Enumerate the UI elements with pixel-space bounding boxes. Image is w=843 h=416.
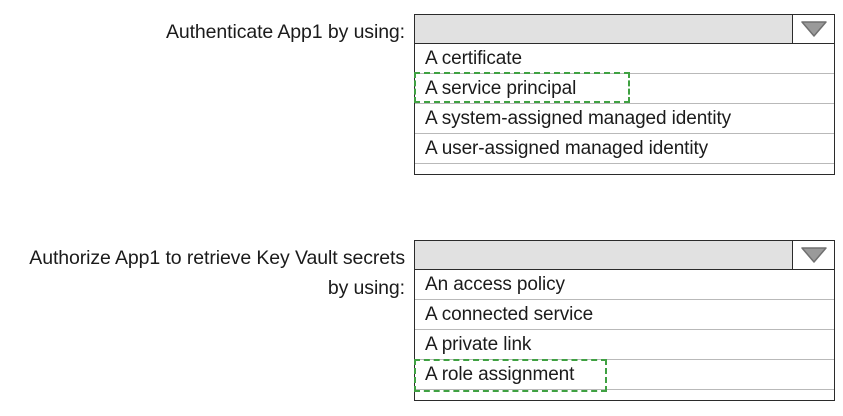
dropdown-option[interactable]: A user-assigned managed identity: [415, 134, 834, 164]
chevron-down-icon[interactable]: [793, 241, 834, 269]
dropdown-option[interactable]: A private link: [415, 330, 834, 360]
answer-highlight-box: [414, 359, 607, 392]
answer-highlight-box: [414, 72, 630, 103]
dropdown-selected-value-authenticate[interactable]: [415, 15, 793, 43]
dropdown-option[interactable]: A role assignment: [414, 359, 834, 392]
dropdown-option[interactable]: A service principal: [414, 72, 834, 104]
dropdown-combobox-authorize[interactable]: [414, 240, 835, 270]
dropdown-option-list-authenticate[interactable]: A certificate A service principal A syst…: [414, 44, 835, 175]
prompt-label-authenticate: Authenticate App1 by using:: [165, 21, 405, 43]
dropdown-option-list-authorize[interactable]: An access policy A connected service A p…: [414, 270, 835, 401]
chevron-down-icon[interactable]: [793, 15, 834, 43]
prompt-label-authorize: Authorize App1 to retrieve Key Vault sec…: [29, 247, 405, 299]
dropdown-option[interactable]: An access policy: [415, 270, 834, 300]
dropdown-authenticate[interactable]: A certificate A service principal A syst…: [414, 14, 835, 175]
dropdown-combobox-authenticate[interactable]: [414, 14, 835, 44]
dropdown-option[interactable]: A certificate: [415, 44, 834, 74]
dropdown-authorize[interactable]: An access policy A connected service A p…: [414, 240, 835, 401]
dropdown-option[interactable]: A system-assigned managed identity: [415, 104, 834, 134]
dropdown-selected-value-authorize[interactable]: [415, 241, 793, 269]
dropdown-option[interactable]: A connected service: [415, 300, 834, 330]
